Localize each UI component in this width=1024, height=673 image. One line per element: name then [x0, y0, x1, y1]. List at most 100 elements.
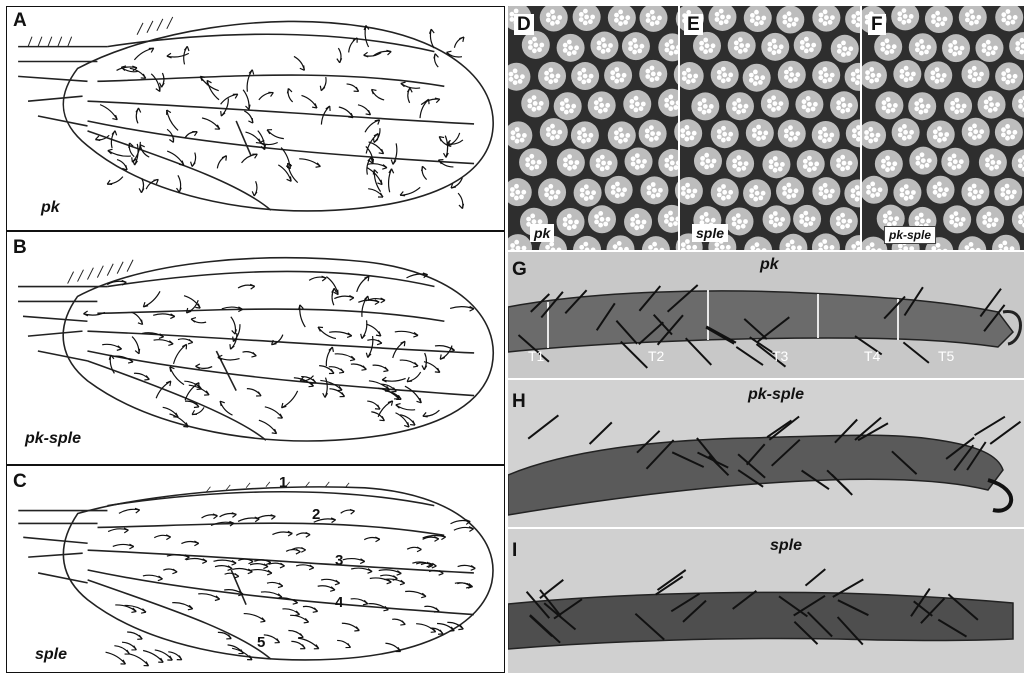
rhabdomere [959, 159, 964, 164]
rhabdomere [597, 41, 602, 46]
rhabdomere [546, 127, 551, 132]
rhabdomere [884, 50, 889, 55]
rhabdomere [786, 183, 791, 188]
rhabdomere [594, 106, 599, 111]
polarity-arrow [134, 48, 153, 60]
rhabdomere [532, 37, 537, 42]
rhabdomere [583, 242, 588, 247]
rhabdomere [914, 106, 919, 111]
rhabdomere [724, 19, 729, 24]
rhabdomere [845, 223, 850, 228]
rhabdomere [754, 10, 759, 15]
rhabdomere [1018, 104, 1023, 109]
rhabdomere [773, 101, 778, 106]
rhabdomere [574, 220, 579, 225]
rhabdomere [572, 165, 577, 170]
arrow-head [207, 80, 211, 85]
rhabdomere [782, 191, 787, 196]
rhabdomere [926, 104, 931, 109]
rhabdomere [773, 44, 778, 49]
polarity-arrow [282, 391, 298, 408]
vein-4 [87, 351, 474, 396]
rhabdomere [799, 214, 804, 219]
rhabdomere [915, 42, 920, 47]
rhabdomere [673, 105, 678, 110]
rhabdomere [749, 193, 754, 198]
arrow-head [422, 166, 426, 171]
arrow-head [430, 29, 435, 34]
genotype-label: pk-sple [884, 226, 936, 244]
rhabdomere [511, 136, 516, 141]
rhabdomere [890, 166, 895, 171]
rhabdomere [680, 133, 685, 138]
rhabdomere [563, 48, 568, 53]
rhabdomere [768, 42, 773, 47]
rhabdomere [533, 43, 538, 48]
rhabdomere [790, 240, 795, 245]
segment-label-t1: T1 [528, 348, 544, 364]
arrow-head [422, 365, 427, 369]
rhabdomere [903, 14, 908, 19]
polarity-arrow [244, 614, 265, 622]
rhabdomere [693, 189, 698, 194]
rhabdomere [1015, 46, 1020, 51]
rhabdomere [574, 45, 579, 50]
rhabdomere [900, 69, 905, 74]
rhabdomere [1018, 220, 1023, 225]
hair-polarity-arrows [95, 25, 463, 208]
rhabdomere [655, 76, 660, 81]
rhabdomere [795, 131, 800, 136]
rhabdomere [596, 158, 601, 163]
rhabdomere [942, 137, 947, 142]
rhabdomere [711, 218, 716, 223]
arrow-head [83, 311, 87, 316]
rhabdomere [1001, 71, 1006, 76]
rhabdomere [514, 240, 519, 245]
rhabdomere [590, 15, 595, 20]
rhabdomere [553, 195, 558, 200]
arrow-head [435, 98, 440, 103]
rhabdomere [909, 14, 914, 19]
rhabdomere [920, 219, 925, 224]
rhabdomere [823, 67, 828, 72]
rhabdomere [702, 98, 707, 103]
rhabdomere [563, 222, 568, 227]
rhabdomere [749, 78, 754, 83]
rhabdomere [527, 98, 532, 103]
rhabdomere [572, 224, 577, 229]
rhabdomere [777, 49, 782, 54]
rhabdomere [555, 20, 560, 25]
arrow-head [107, 180, 112, 184]
rhabdomere [722, 190, 727, 195]
arrow-head [350, 509, 355, 514]
panel-letter: E [684, 14, 703, 35]
rhabdomere [1005, 136, 1010, 141]
ommatidia-image-d [508, 6, 678, 250]
rhabdomere [537, 47, 542, 52]
rhabdomere [606, 217, 611, 222]
rhabdomere [703, 49, 708, 54]
rhabdomere [567, 166, 572, 171]
rhabdomere [1013, 15, 1018, 20]
vein-2 [98, 523, 445, 535]
rhabdomere [915, 216, 920, 221]
rhabdomere [567, 51, 572, 56]
rhabdomere [936, 243, 941, 248]
arrow-head [382, 377, 386, 382]
rhabdomere [822, 138, 827, 143]
tarsus-image-i [508, 529, 1024, 673]
rhabdomere [950, 106, 955, 111]
rhabdomere [550, 124, 555, 129]
rhabdomere [780, 162, 785, 167]
rhabdomere [885, 156, 890, 161]
rhabdomere [692, 131, 697, 136]
rhabdomere [795, 72, 800, 77]
rhabdomere [732, 164, 737, 169]
rhabdomere [736, 213, 741, 218]
rhabdomere [619, 78, 624, 83]
rhabdomere [534, 165, 539, 170]
polarity-arrow [129, 654, 149, 666]
rhabdomere [693, 74, 698, 79]
rhabdomere [591, 190, 596, 195]
rhabdomere [650, 66, 655, 71]
